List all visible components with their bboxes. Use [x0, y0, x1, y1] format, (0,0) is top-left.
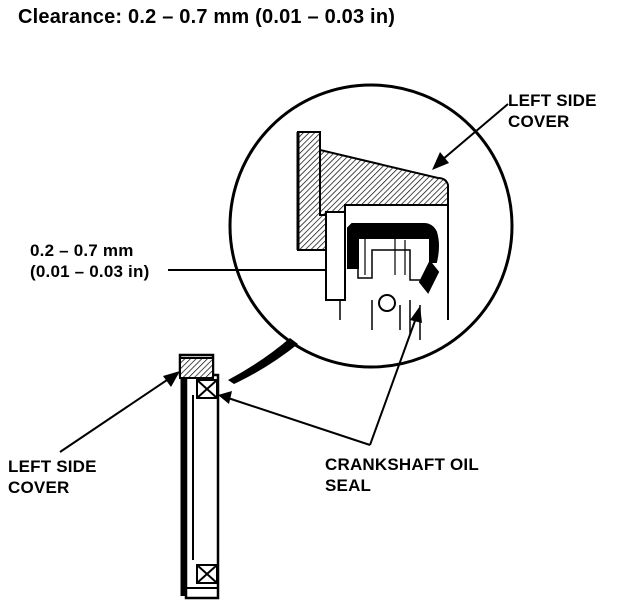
seal-section — [347, 223, 439, 269]
label-line: LEFT SIDE — [508, 91, 597, 110]
label-left-side-cover-top: LEFT SIDE COVER — [508, 90, 597, 132]
label-line: COVER — [508, 112, 570, 131]
magnified-detail — [228, 83, 514, 369]
label-clearance-callout: 0.2 – 0.7 mm (0.01 – 0.03 in) — [30, 240, 149, 282]
seal-cross-section — [178, 353, 220, 600]
label-line: COVER — [8, 478, 70, 497]
label-line: 0.2 – 0.7 mm — [30, 241, 134, 260]
label-line: SEAL — [325, 476, 372, 495]
label-left-side-cover-bottom: LEFT SIDE COVER — [8, 456, 97, 498]
cover-cap-hatched — [179, 357, 214, 379]
label-line: LEFT SIDE — [8, 457, 97, 476]
detail-leader-wedge — [228, 338, 298, 384]
arrow-left-side-cover-bottom — [59, 371, 180, 453]
label-line: (0.01 – 0.03 in) — [30, 262, 150, 281]
arrow-left-side-cover-top — [432, 103, 509, 170]
clearance-title: Clearance: 0.2 – 0.7 mm (0.01 – 0.03 in) — [18, 6, 396, 28]
arrow-crankshaft-oil-seal — [218, 306, 422, 446]
label-line: CRANKSHAFT OIL — [325, 455, 479, 474]
cover-section-hatched — [297, 131, 449, 251]
label-crankshaft-oil-seal: CRANKSHAFT OIL SEAL — [325, 454, 479, 496]
